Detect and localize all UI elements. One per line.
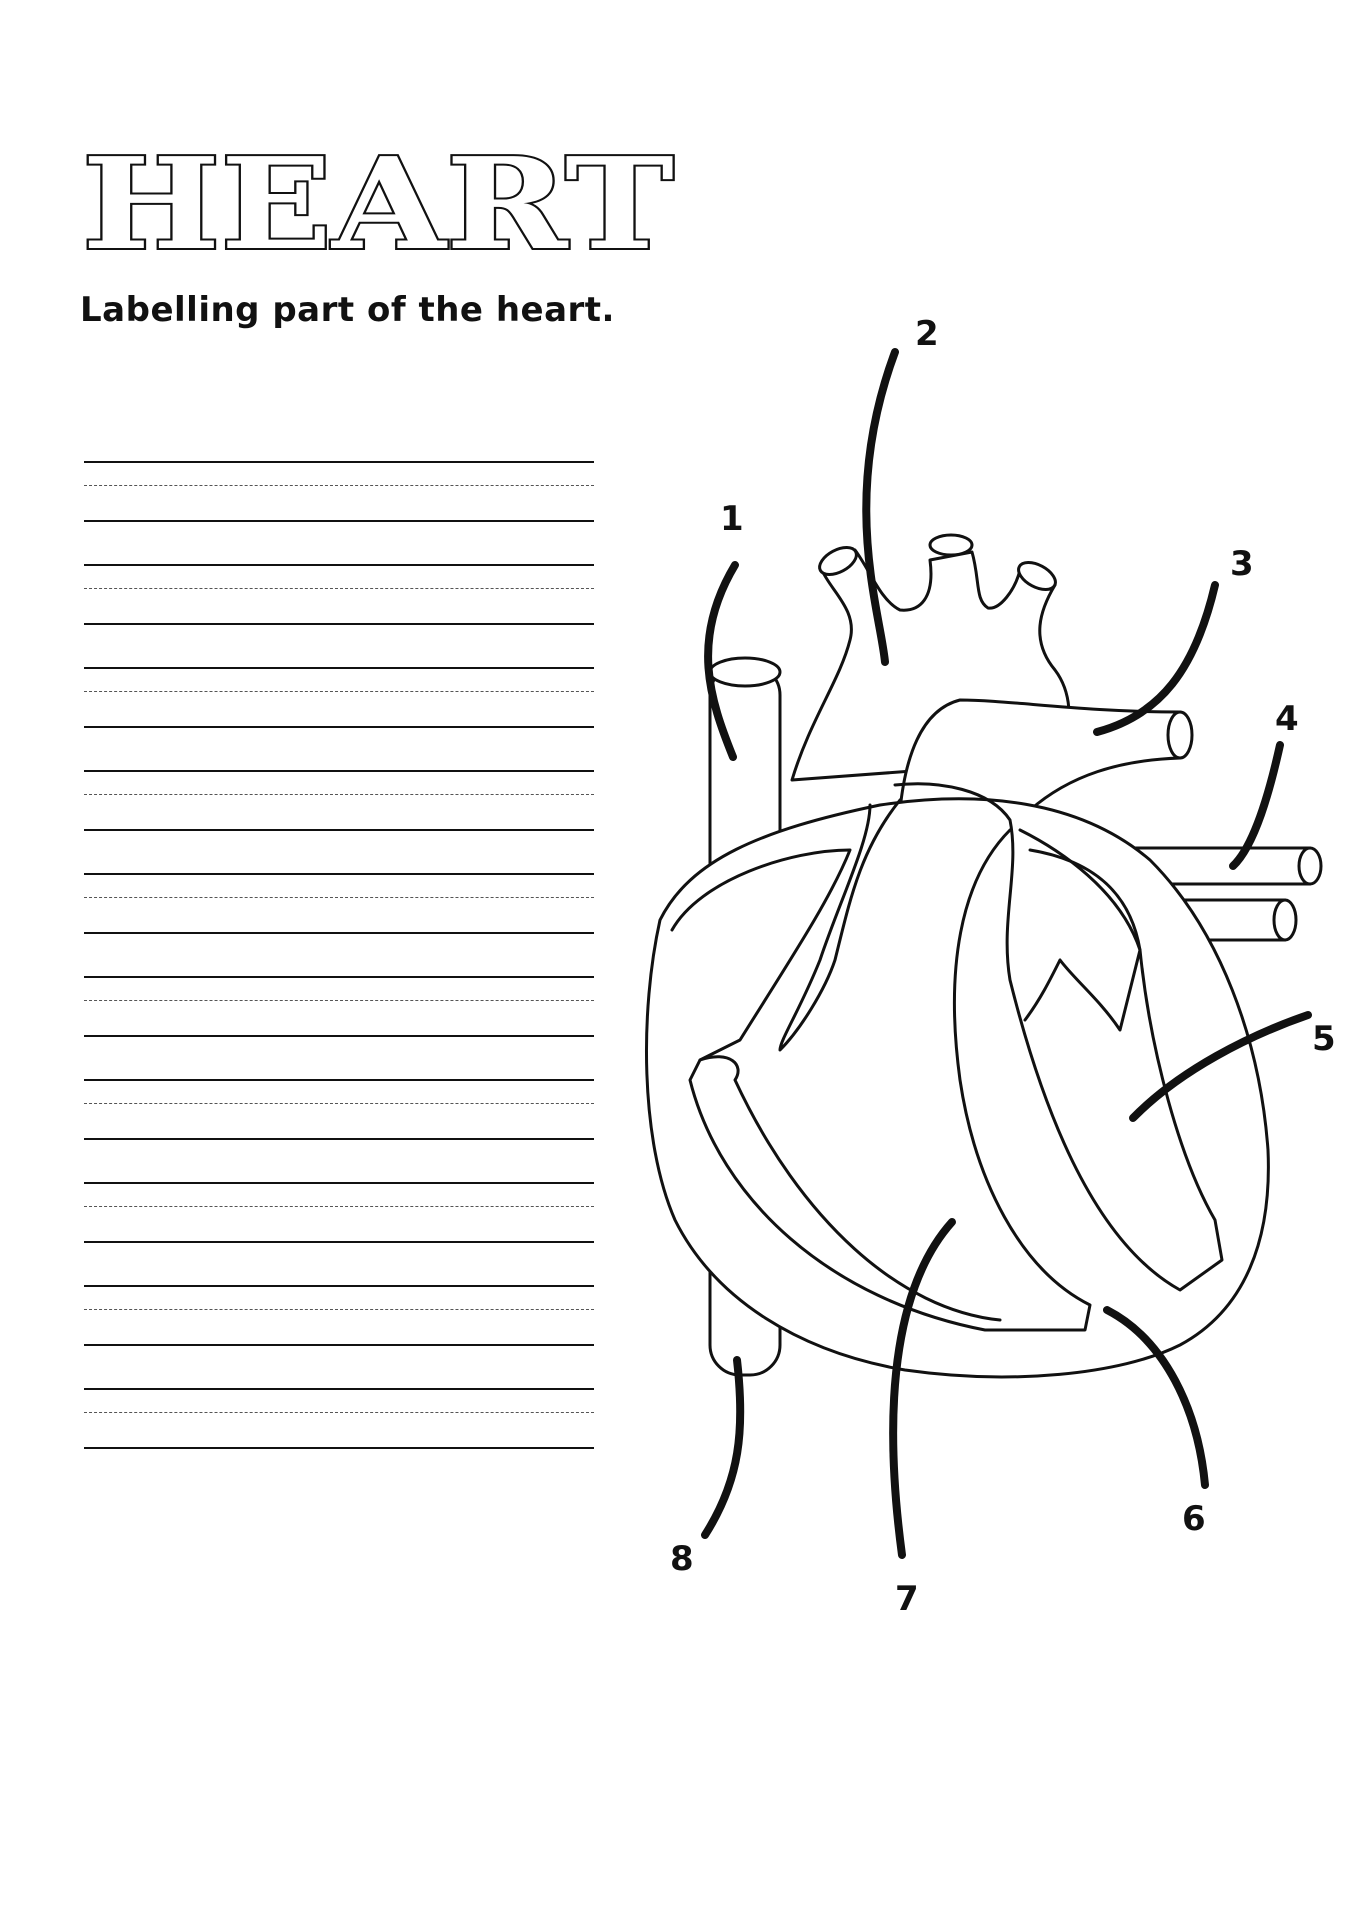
answer-line xyxy=(84,1274,594,1377)
right-ventricle-line xyxy=(698,1055,1002,1322)
solid-rule xyxy=(84,829,594,831)
label-number-6: 6 xyxy=(1182,1499,1206,1539)
pointer-line-5 xyxy=(1129,1011,1312,1122)
answer-line xyxy=(84,1171,594,1274)
pulmonary-vein-upper-opening xyxy=(1297,846,1323,886)
label-number-4: 4 xyxy=(1275,699,1299,739)
pointer-line-7 xyxy=(889,1218,956,1559)
answer-line xyxy=(84,656,594,759)
solid-rule xyxy=(84,1447,594,1449)
pointer-line-1 xyxy=(704,561,739,761)
label-number-2: 2 xyxy=(915,314,939,354)
dashed-midline xyxy=(84,1000,594,1001)
dashed-midline xyxy=(84,588,594,589)
solid-rule xyxy=(84,726,594,728)
label-number-1: 1 xyxy=(720,499,744,539)
solid-rule xyxy=(84,976,594,978)
pointer-line-6 xyxy=(1103,1306,1209,1489)
subtitle: Labelling part of the heart. xyxy=(80,290,615,330)
label-number-7: 7 xyxy=(895,1579,919,1619)
dashed-midline xyxy=(84,897,594,898)
solid-rule xyxy=(84,667,594,669)
label-number-3: 3 xyxy=(1230,544,1254,584)
pointer-line-4 xyxy=(1229,741,1284,870)
pulmonary-vein-lower-opening xyxy=(1272,898,1298,942)
solid-rule xyxy=(84,1138,594,1140)
answer-line xyxy=(84,450,594,553)
solid-rule xyxy=(84,1344,594,1346)
solid-rule xyxy=(84,1079,594,1081)
pointer-line-3 xyxy=(1093,581,1219,736)
pointer-line-8 xyxy=(701,1356,745,1539)
solid-rule xyxy=(84,1241,594,1243)
page-title: HEART xyxy=(82,128,676,278)
dashed-midline xyxy=(84,1412,594,1413)
page-title-text: HEART xyxy=(82,130,674,278)
dashed-midline xyxy=(84,691,594,692)
solid-rule xyxy=(84,873,594,875)
solid-rule xyxy=(84,1182,594,1184)
solid-rule xyxy=(84,520,594,522)
solid-rule xyxy=(84,770,594,772)
dashed-midline xyxy=(84,1309,594,1310)
heart-diagram: 1 2 3 4 5 6 7 8 xyxy=(645,314,1336,1619)
solid-rule xyxy=(84,564,594,566)
solid-rule xyxy=(84,932,594,934)
aorta-branch-opening-3 xyxy=(1017,560,1057,592)
answer-line xyxy=(84,862,594,965)
pulmonary-artery-opening xyxy=(1166,710,1194,760)
answer-line xyxy=(84,553,594,656)
dashed-midline xyxy=(84,1206,594,1207)
vena-cava-opening xyxy=(708,656,782,688)
aorta-branch-opening-2 xyxy=(928,533,974,557)
label-number-5: 5 xyxy=(1312,1019,1336,1059)
answer-lines xyxy=(84,450,594,1480)
dashed-midline xyxy=(84,794,594,795)
solid-rule xyxy=(84,623,594,625)
pointer-line-2 xyxy=(862,348,899,666)
dashed-midline xyxy=(84,1103,594,1104)
septum-left-line xyxy=(778,798,902,1052)
left-atrium-valve xyxy=(1023,848,1142,1032)
solid-rule xyxy=(84,1285,594,1287)
answer-line xyxy=(84,759,594,862)
dashed-midline xyxy=(84,485,594,486)
solid-rule xyxy=(84,1035,594,1037)
label-number-8: 8 xyxy=(670,1539,694,1579)
aorta-branch-opening-1 xyxy=(818,545,858,577)
right-atrium-wall xyxy=(670,828,1092,1332)
solid-rule xyxy=(84,461,594,463)
solid-rule xyxy=(84,1388,594,1390)
answer-line xyxy=(84,1068,594,1171)
answer-line xyxy=(84,965,594,1068)
answer-line xyxy=(84,1377,594,1480)
